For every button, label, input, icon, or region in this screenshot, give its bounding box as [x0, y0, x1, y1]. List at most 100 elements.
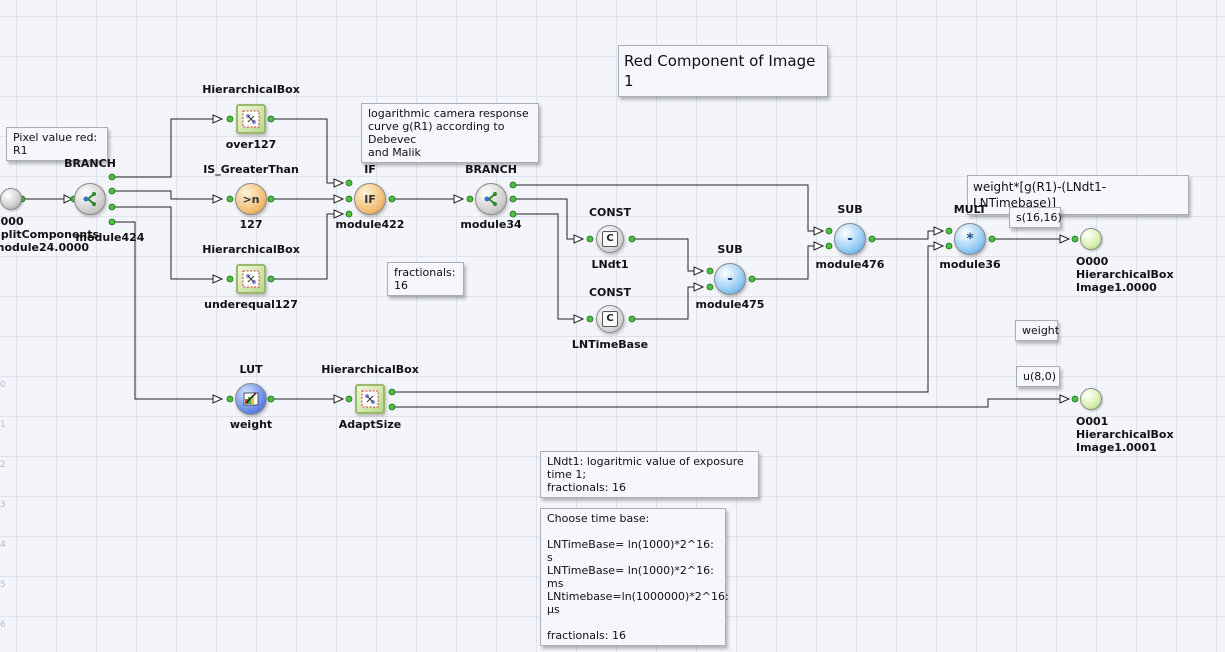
port	[945, 242, 953, 250]
hierarchical-box-icon	[355, 384, 385, 414]
port	[345, 179, 353, 187]
port	[586, 235, 594, 243]
const-glyph: C	[602, 311, 618, 327]
module-name-label: LNTimeBase	[571, 338, 649, 351]
axis-tick: 4	[0, 540, 6, 550]
fractionals-note[interactable]: fractionals: 16	[387, 262, 464, 296]
port	[108, 187, 116, 195]
input-arrow	[212, 194, 224, 204]
timebase-note[interactable]: Choose time base: LNTimeBase= ln(1000)*2…	[540, 508, 729, 646]
s1616-note[interactable]: s(16,16)	[1009, 207, 1062, 228]
camera-response-note[interactable]: logarithmic camera response curve g(R1) …	[361, 103, 539, 163]
io-label-line: HierarchicalBox	[1076, 268, 1174, 281]
input-arrow	[333, 209, 345, 219]
port	[586, 315, 594, 323]
module-name-label: module34	[460, 218, 522, 231]
hierarchical-box-icon	[236, 264, 266, 294]
formula-note[interactable]: weight*[g(R1)-(LNdt1-LNTimebase)]	[967, 175, 1189, 215]
port	[226, 395, 234, 403]
multiply-icon: *	[954, 223, 986, 255]
port	[267, 115, 275, 123]
port	[345, 395, 353, 403]
port	[345, 195, 353, 203]
port	[108, 203, 116, 211]
input-arrow	[453, 194, 465, 204]
input-arrow	[933, 226, 945, 236]
axis-tick: 0	[0, 380, 6, 390]
if-icon: IF	[354, 183, 386, 215]
port	[988, 235, 996, 243]
axis-tick: 3	[0, 500, 6, 510]
port	[267, 395, 275, 403]
module-type-label: BRANCH	[465, 163, 517, 176]
module-type-label: SUB	[717, 243, 743, 256]
input-arrow	[1059, 234, 1071, 244]
port	[226, 195, 234, 203]
module-name-label: module422	[335, 218, 405, 231]
lndt1-note[interactable]: LNdt1: logaritmic value of exposure time…	[540, 451, 759, 498]
port	[706, 283, 714, 291]
module-name-label: module476	[815, 258, 885, 271]
port	[509, 181, 517, 189]
port	[267, 195, 275, 203]
const-glyph: C	[602, 231, 618, 247]
module-name-label: over127	[225, 138, 277, 151]
greater-than-icon: >n	[235, 183, 267, 215]
input-arrow	[573, 234, 585, 244]
port	[226, 275, 234, 283]
input-port-icon	[0, 188, 22, 210]
pixel-value-note[interactable]: Pixel value red: R1	[6, 127, 108, 161]
input-arrow	[212, 274, 224, 284]
module-type-label: IF	[364, 163, 376, 176]
module-name-label: module424	[75, 231, 145, 244]
module-name-label: 127	[239, 218, 263, 231]
wire	[112, 118, 216, 178]
axis-tick: 5	[0, 580, 6, 590]
lut-icon	[235, 383, 267, 415]
input-arrow	[693, 282, 705, 292]
io-label: O001 HierarchicalBox Image1.0001	[1076, 415, 1174, 454]
port	[748, 275, 756, 283]
wire	[513, 213, 580, 320]
module-type-label: SUB	[837, 203, 863, 216]
port	[388, 403, 396, 411]
module-name-label: module475	[695, 298, 765, 311]
input-arrow	[333, 194, 345, 204]
input-arrow	[813, 226, 825, 236]
port	[108, 173, 116, 181]
module-type-label: HierarchicalBox	[321, 363, 419, 376]
input-arrow	[63, 194, 74, 204]
port	[267, 275, 275, 283]
io-label: 0000 SplitComponents module24.0000	[0, 215, 99, 254]
module-type-label: CONST	[588, 206, 632, 219]
port	[628, 235, 636, 243]
module-name-label: module36	[939, 258, 1001, 271]
const-icon: C	[596, 225, 624, 253]
input-arrow	[693, 266, 705, 276]
io-label-line: HierarchicalBox	[1076, 428, 1174, 441]
io-label-line: O000	[1076, 255, 1109, 268]
u80-note[interactable]: u(8,0)	[1016, 366, 1060, 387]
input-arrow	[933, 241, 945, 251]
input-arrow	[573, 314, 585, 324]
module-type-label: CONST	[588, 286, 632, 299]
input-arrow	[1059, 394, 1071, 404]
output-port-icon	[1080, 388, 1102, 410]
module-type-label: MULT	[953, 203, 987, 216]
axis-tick: 6	[0, 620, 6, 630]
branch-icon	[74, 183, 106, 215]
io-label-line: Image1.0001	[1076, 441, 1157, 454]
input-arrow	[212, 394, 224, 404]
module-type-label: BRANCH	[64, 157, 116, 170]
port	[388, 195, 396, 203]
module-type-label: HierarchicalBox	[202, 243, 300, 256]
const-icon: C	[596, 305, 624, 333]
axis-tick: 2	[0, 460, 6, 470]
port	[825, 227, 833, 235]
wire	[872, 230, 940, 240]
diagram-title-note[interactable]: Red Component of Image 1	[618, 45, 828, 97]
port	[226, 115, 234, 123]
weight-note[interactable]: weight	[1015, 320, 1059, 341]
module-name-label: underequal127	[204, 298, 298, 311]
subtract-icon: -	[714, 263, 746, 295]
